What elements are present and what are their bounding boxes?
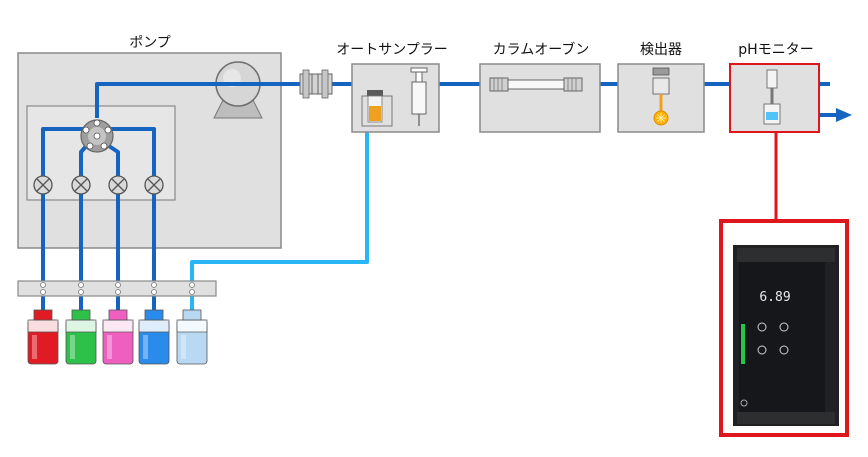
valve-icon	[33, 175, 53, 195]
valve-icon	[144, 175, 164, 195]
device-top	[737, 248, 835, 262]
detector-unit: 検出器	[617, 42, 705, 133]
column-oven-housing	[479, 63, 601, 133]
device-readout: 6.89	[759, 290, 790, 305]
autosampler-unit: オートサンプラー	[336, 42, 448, 133]
detector-label: 検出器	[640, 42, 682, 58]
reagent-bottle	[176, 309, 208, 365]
pump-head-icon	[213, 61, 263, 119]
button-icon	[779, 322, 789, 332]
mixing-valve-icon	[80, 119, 114, 153]
status-indicator	[741, 324, 745, 364]
pump-unit: ポンプ	[17, 35, 282, 249]
reagent-bottle	[65, 309, 97, 365]
button-icon	[757, 322, 767, 332]
column-icon	[489, 77, 583, 92]
ph-monitor-unit: pHモニター	[729, 42, 820, 222]
solvent-line-c	[104, 142, 120, 318]
sample-vial-icon	[361, 90, 393, 127]
reagent-bottle	[27, 309, 59, 365]
solvent-line-a	[41, 127, 84, 318]
valve-icon	[108, 175, 128, 195]
reagent-bottle	[102, 309, 134, 365]
button-icon	[757, 345, 767, 355]
device-base	[737, 412, 835, 424]
solvent-line-d	[110, 127, 156, 318]
proportioning-valves	[33, 175, 164, 195]
button-icon	[779, 345, 789, 355]
syringe-icon	[410, 67, 428, 126]
column-oven-unit: カラムオーブン	[479, 41, 601, 133]
valve-icon	[71, 175, 91, 195]
reagent-bottle	[138, 309, 170, 365]
ph-monitor-label: pHモニター	[738, 42, 813, 58]
device-panel	[739, 262, 825, 412]
flow-cell-icon	[763, 69, 781, 125]
device-buttons	[757, 322, 789, 355]
ph-monitor-device: 6.89	[719, 219, 849, 437]
reagent-bottles	[27, 309, 208, 365]
column-oven-label: カラムオーブン	[493, 41, 590, 58]
pump-label: ポンプ	[129, 35, 171, 51]
autosampler-label: オートサンプラー	[336, 42, 448, 58]
power-icon	[740, 399, 748, 407]
arrow-right-icon	[836, 108, 852, 122]
detector-lamp-icon	[652, 67, 670, 126]
solvent-manifold	[17, 280, 217, 297]
line-filter-icon	[299, 69, 333, 99]
